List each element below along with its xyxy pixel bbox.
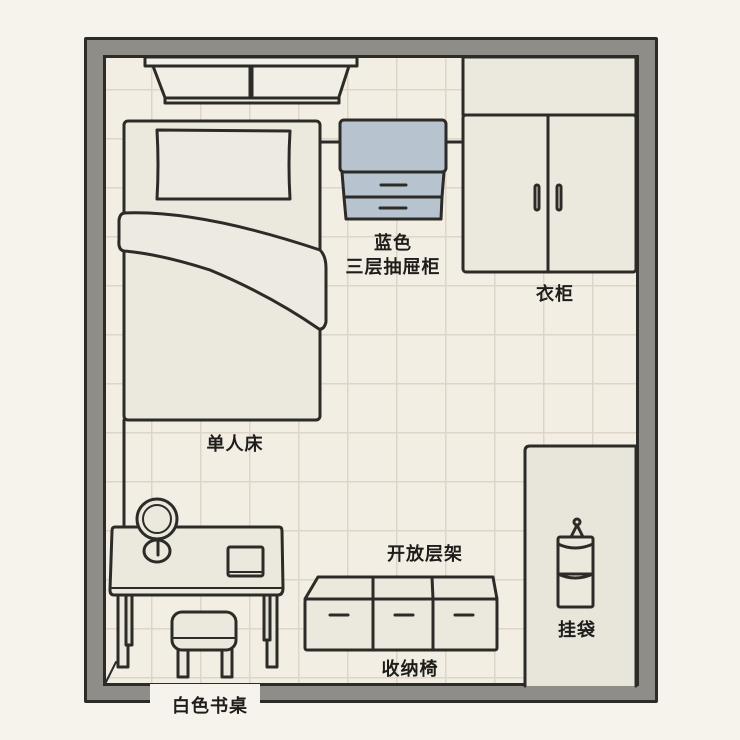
pillow <box>155 128 292 201</box>
stool <box>170 610 238 679</box>
book-icon <box>226 545 265 578</box>
drawer-unit-label-color: 蓝色 <box>374 233 412 254</box>
desk <box>104 418 285 685</box>
door-handle-left <box>533 183 541 212</box>
white-desk-label: 白色书桌 <box>172 696 248 717</box>
single-bed-label: 单人床 <box>206 434 264 455</box>
storage-bench <box>303 575 499 652</box>
blanket-fold <box>117 211 328 331</box>
wardrobe <box>461 55 638 274</box>
hanging-bag-label: 挂袋 <box>558 620 596 641</box>
hanging-bag <box>556 517 595 609</box>
single-bed <box>117 119 328 422</box>
drawer-unit-label: 三层抽屉柜 <box>345 257 441 278</box>
storage-bench-label: 收纳椅 <box>381 659 439 680</box>
window <box>143 55 359 105</box>
open-shelf-label: 开放层架 <box>387 544 463 565</box>
wardrobe-label: 衣柜 <box>536 284 574 305</box>
door-handle-right <box>555 183 563 212</box>
door-opening <box>150 684 260 710</box>
drawer-unit <box>338 118 448 221</box>
mirror-icon <box>135 497 179 564</box>
